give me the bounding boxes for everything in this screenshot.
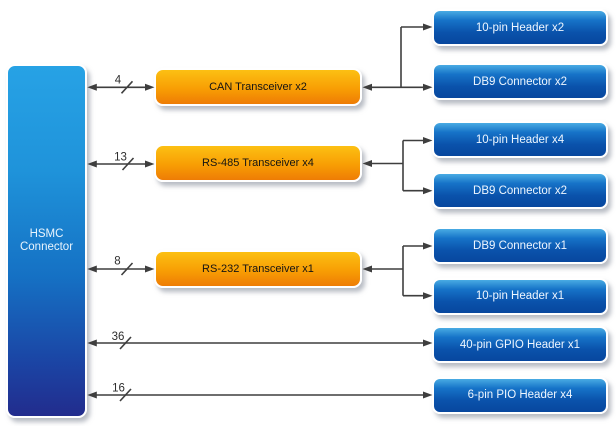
- svg-text:4: 4: [115, 75, 122, 87]
- svg-text:16: 16: [112, 383, 125, 395]
- svg-text:8: 8: [114, 256, 120, 268]
- svg-text:36: 36: [112, 331, 125, 343]
- svg-text:13: 13: [114, 152, 127, 164]
